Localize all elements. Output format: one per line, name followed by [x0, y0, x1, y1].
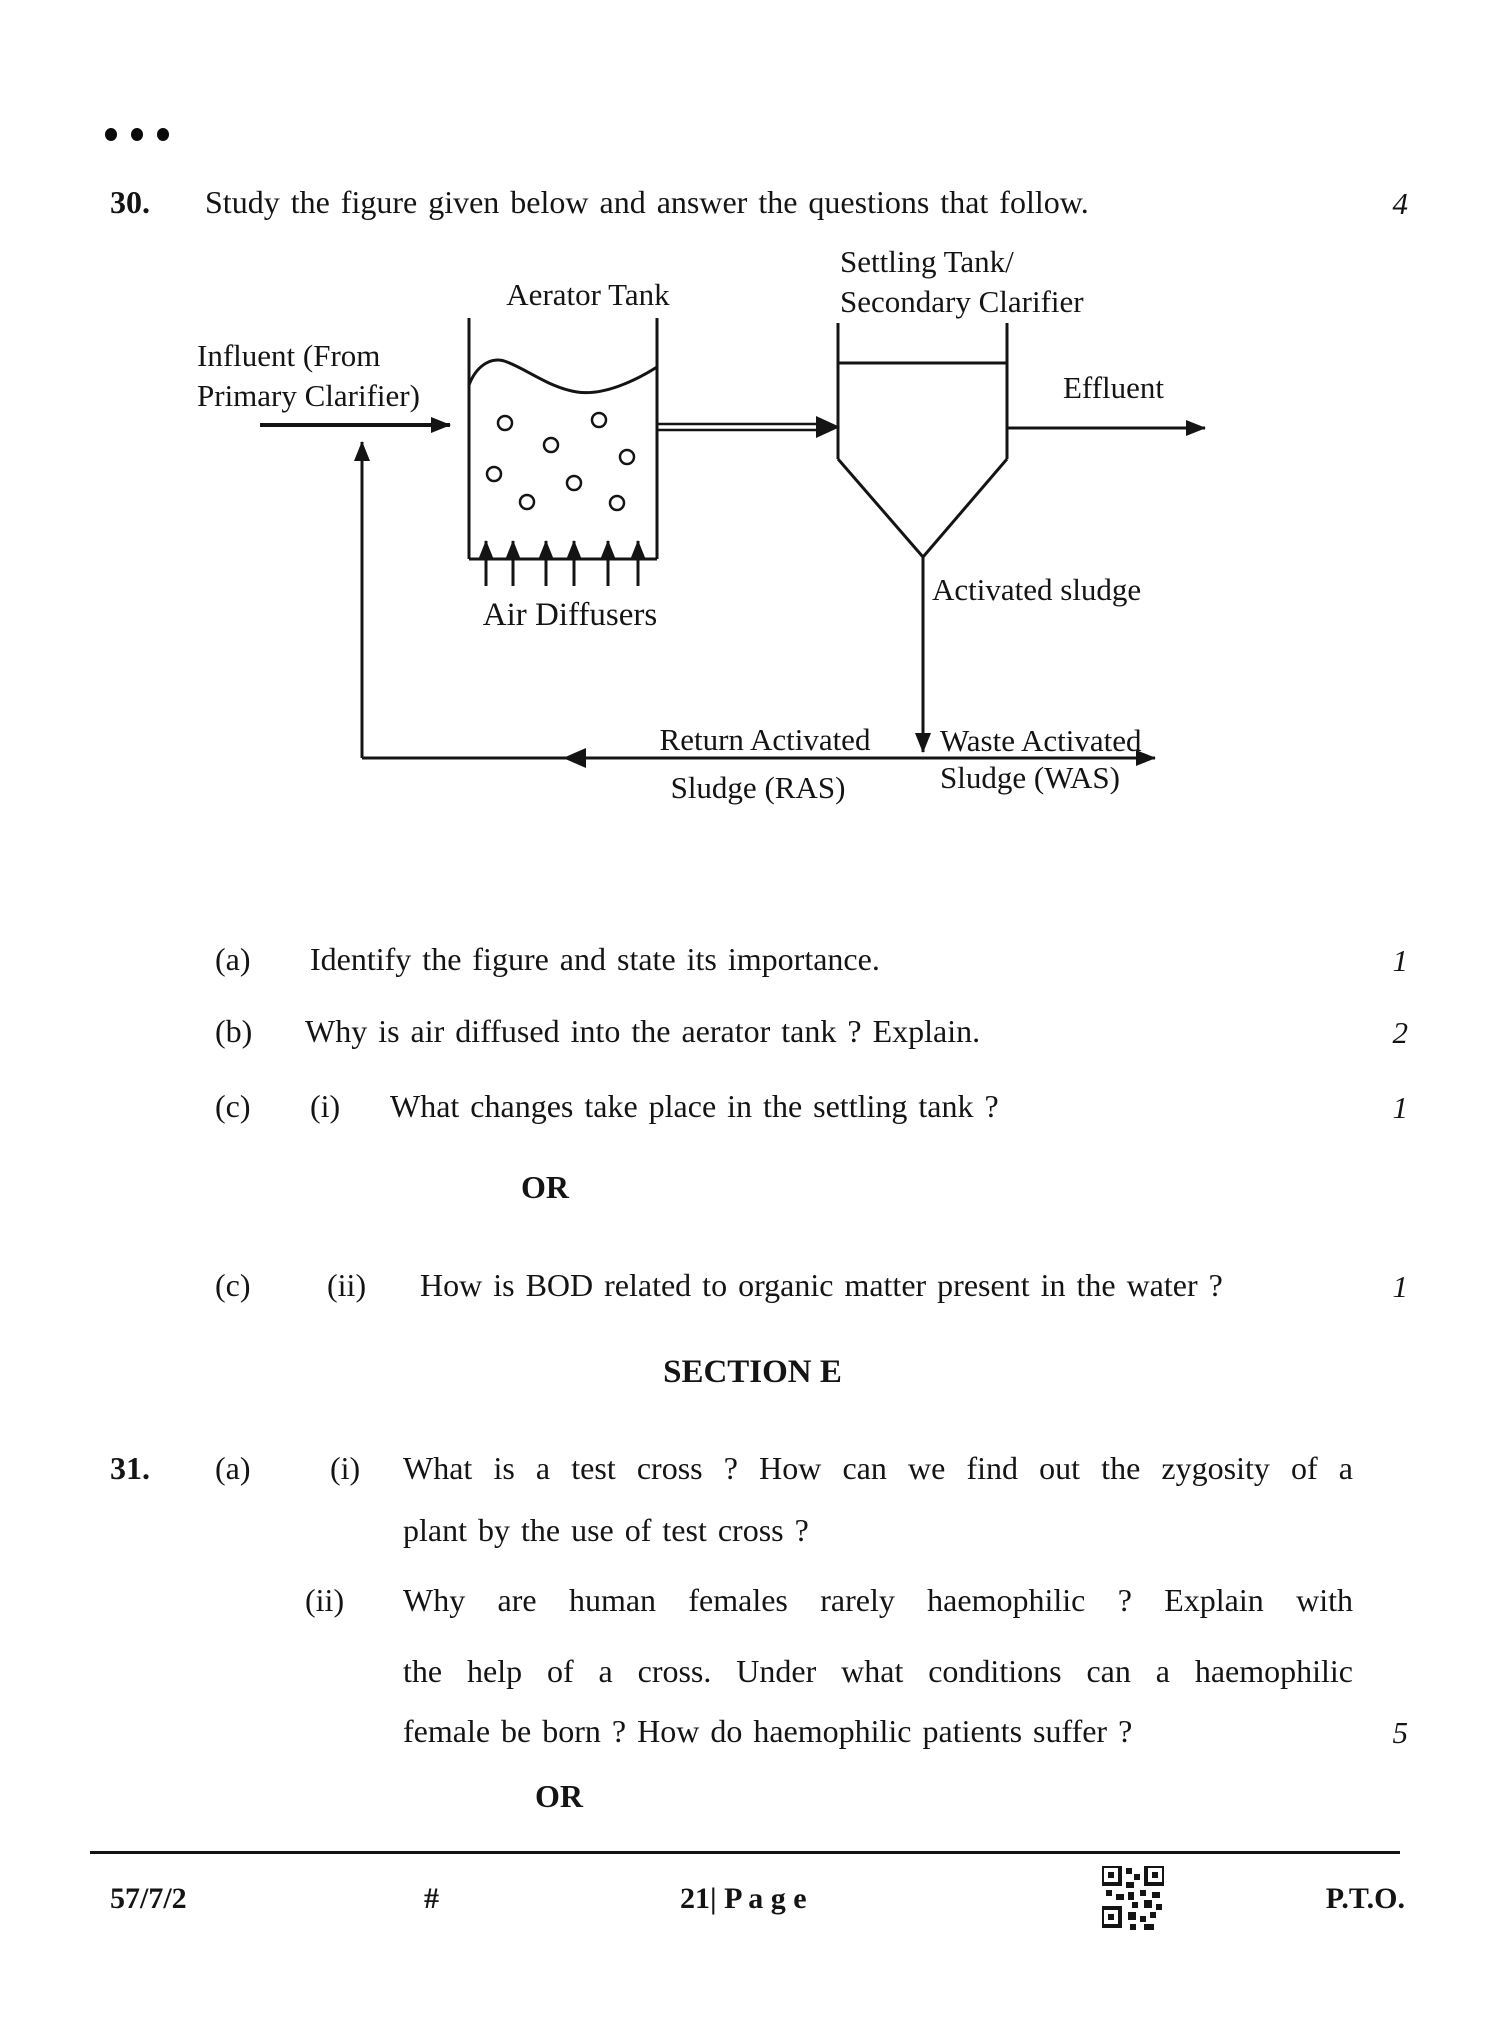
question-30-marks: 4: [1392, 186, 1409, 221]
air-bubbles: [485, 411, 636, 512]
part-sublabel: (i): [330, 1450, 361, 1486]
transfer-pipe-arrow: [657, 416, 840, 438]
influent-label-line1: Influent (From: [197, 338, 380, 373]
q31-i-text-line2: plant by the use of test cross ?: [403, 1512, 809, 1548]
q31-ii-text-line3: female be born ? How do haemophilic pati…: [403, 1713, 1133, 1749]
activated-sludge-label: Activated sludge: [932, 572, 1141, 607]
part-text: What changes take place in the settling …: [390, 1088, 999, 1124]
hash-mark: #: [424, 1882, 439, 1915]
part-label: (c): [215, 1088, 251, 1124]
air-diffusers-label: Air Diffusers: [483, 597, 657, 633]
was-label-line1: Waste Activated: [940, 723, 1142, 758]
influent-label-line2: Primary Clarifier): [197, 378, 420, 413]
air-diffuser-arrows: [478, 540, 646, 586]
part-label: (a): [215, 1450, 251, 1486]
page-number: 21| P a g e: [680, 1882, 807, 1915]
part-sublabel: (ii): [305, 1582, 345, 1618]
part-label: (c): [215, 1267, 251, 1303]
pto-label: P.T.O.: [1325, 1882, 1405, 1915]
section-e-heading: SECTION E: [663, 1354, 842, 1390]
q31-ii-text-line1: Why are human females rarely haemophilic…: [403, 1582, 1353, 1618]
question-31-number: 31.: [110, 1450, 150, 1486]
q31-ii-text-line2: the help of a cross. Under what conditio…: [403, 1653, 1353, 1689]
part-marks: 1: [1392, 943, 1409, 978]
paper-code: 57/7/2: [110, 1882, 187, 1915]
aerator-tank-label: Aerator Tank: [506, 277, 670, 312]
dot: [105, 128, 117, 141]
aerator-tank-outline: [467, 318, 659, 561]
q31-or-separator: OR: [535, 1778, 583, 1814]
qr-code: [1102, 1866, 1164, 1930]
settling-tank-outline: [836, 323, 1009, 558]
part-marks: 5: [1392, 1715, 1409, 1750]
part-marks: 1: [1392, 1090, 1409, 1125]
part-sublabel: (i): [310, 1088, 341, 1124]
water-surface-wave: [467, 358, 658, 395]
part-text: Why is air diffused into the aerator tan…: [305, 1013, 981, 1049]
ras-left-arrowhead: [563, 748, 586, 768]
was-label-line2: Sludge (WAS): [940, 760, 1120, 795]
settling-tank-label-line2: Secondary Clarifier: [840, 284, 1084, 319]
ras-label-line2: Sludge (RAS): [671, 770, 846, 805]
part-marks: 1: [1392, 1269, 1409, 1304]
page-marker-dots: [105, 128, 169, 141]
footer-rule: [90, 1851, 1400, 1854]
question-30-text: Study the figure given below and answer …: [205, 184, 1089, 220]
dot: [131, 128, 143, 141]
activated-sludge-process-diagram: Aerator Tank Settling Tank/ Secondary Cl…: [197, 244, 1206, 805]
part-text: Identify the figure and state its import…: [310, 941, 880, 977]
part-label: (a): [215, 941, 251, 977]
part-sublabel: (ii): [327, 1267, 367, 1303]
question-30-number: 30.: [110, 184, 150, 220]
ras-label-line1: Return Activated: [660, 722, 871, 757]
part-label: (b): [215, 1013, 253, 1049]
dot: [157, 128, 169, 141]
part-marks: 2: [1392, 1015, 1409, 1050]
settling-tank-label-line1: Settling Tank/: [840, 244, 1014, 279]
part-text: How is BOD related to organic matter pre…: [420, 1267, 1223, 1303]
q31-i-text-line1: What is a test cross ? How can we find o…: [403, 1450, 1353, 1486]
effluent-label: Effluent: [1063, 370, 1164, 405]
q30-or-separator: OR: [521, 1169, 569, 1205]
